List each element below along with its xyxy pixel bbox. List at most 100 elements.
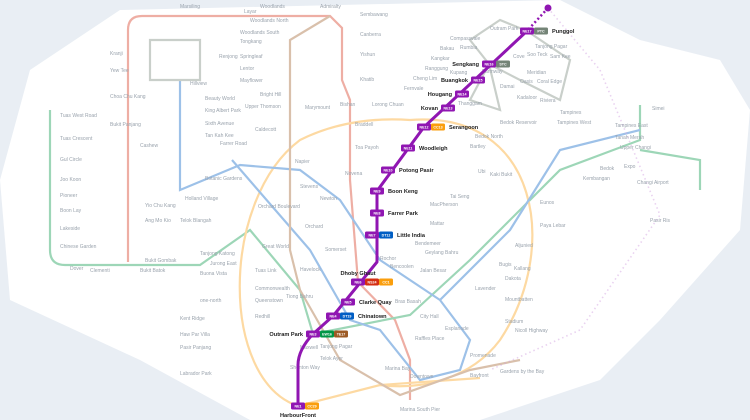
station-label[interactable]: Ranggung (425, 66, 448, 72)
station-label[interactable]: Riviera (540, 98, 556, 104)
station-label[interactable]: Tuas West Road (60, 113, 97, 119)
station-label[interactable]: Kembangan (583, 176, 610, 182)
station-label[interactable]: Pasir Ris (650, 218, 671, 224)
station-label[interactable]: Tan Kah Kee (205, 133, 234, 139)
station-label[interactable]: Mattar (430, 221, 445, 227)
station-label[interactable]: Oasis (520, 79, 533, 85)
station-label[interactable]: Outram Park (490, 26, 519, 32)
station-label[interactable]: Kent Ridge (180, 316, 205, 322)
station-label[interactable]: Kaki Bukit (490, 172, 513, 178)
station-label[interactable]: Geylang Bahru (425, 250, 459, 256)
station-name[interactable]: Farrer Park (388, 211, 419, 217)
station-name[interactable]: Outram Park (269, 332, 303, 338)
station-label[interactable]: Downtown (410, 374, 434, 380)
station-label[interactable]: Kadaloor (517, 95, 537, 101)
station-label[interactable]: Damai (500, 84, 514, 90)
station-name[interactable]: HarbourFront (280, 413, 316, 419)
station-label[interactable]: Admiralty (320, 4, 341, 10)
station-label[interactable]: Upper Changi (620, 145, 651, 151)
station-label[interactable]: Khatib (360, 77, 374, 83)
station-label[interactable]: Botanic Gardens (205, 176, 243, 182)
station-label[interactable]: Raffles Place (415, 336, 445, 342)
station-label[interactable]: Rumbia (460, 45, 477, 51)
station-label[interactable]: Thanggam (458, 101, 482, 107)
station-label[interactable]: Kranji (110, 51, 123, 57)
station-label[interactable]: Toa Payoh (355, 145, 379, 151)
station-label[interactable]: Tanah Merah (615, 135, 644, 141)
station-label[interactable]: Redhill (255, 314, 270, 320)
station-label[interactable]: Marsiling (180, 4, 200, 10)
station-label[interactable]: Chinese Garden (60, 244, 97, 250)
station-label[interactable]: Gul Circle (60, 157, 82, 163)
station-label[interactable]: Cove (513, 54, 525, 60)
station-label[interactable]: Pasir Panjang (180, 345, 211, 351)
station-label[interactable]: Tuas Crescent (60, 136, 93, 142)
station-label[interactable]: Clementi (90, 268, 110, 274)
station-label[interactable]: Paya Lebar (540, 223, 566, 229)
station-label[interactable]: Promenade (470, 353, 496, 359)
station-label[interactable]: Lentor (240, 66, 255, 72)
station-label[interactable]: Marina Bay (385, 366, 411, 372)
station-label[interactable]: Pioneer (60, 193, 78, 199)
station-label[interactable]: Somerset (325, 247, 347, 253)
station-label[interactable]: Mountbatten (505, 297, 533, 303)
station-label[interactable]: Nicoll Highway (515, 328, 548, 334)
station-label[interactable]: Shenton Way (290, 365, 320, 371)
station-name[interactable]: Serangoon (449, 125, 479, 131)
station-label[interactable]: Joo Koon (60, 177, 81, 183)
station-label[interactable]: Upper Thomson (245, 104, 281, 110)
station-label[interactable]: Stevens (300, 184, 319, 190)
station-label[interactable]: Bayfront (470, 373, 489, 379)
station-label[interactable]: Kangkar (431, 56, 450, 62)
station-label[interactable]: Marymount (305, 105, 331, 111)
station-label[interactable]: Newton (320, 196, 337, 202)
station-label[interactable]: Bedok Reservoir (500, 120, 537, 126)
station-label[interactable]: Labrador Park (180, 371, 212, 377)
station-label[interactable]: Novena (345, 171, 362, 177)
station-label[interactable]: Farrer Road (220, 141, 247, 147)
station-label[interactable]: Queenstown (255, 298, 283, 304)
station-label[interactable]: Aljunied (515, 243, 533, 249)
station-label[interactable]: Beauty World (205, 96, 235, 102)
station-label[interactable]: Tuas Link (255, 268, 277, 274)
station-label[interactable]: Tanjong Pagar (535, 44, 568, 50)
station-label[interactable]: Yew Tee (110, 68, 129, 74)
station-label[interactable]: Bartley (470, 144, 486, 150)
station-label[interactable]: MacPherson (430, 202, 458, 208)
station-label[interactable]: Lakeside (60, 226, 80, 232)
station-label[interactable]: Havelock (300, 267, 321, 273)
station-label[interactable]: Tampines (560, 110, 582, 116)
station-label[interactable]: Simei (652, 106, 665, 112)
station-label[interactable]: Eunos (540, 200, 555, 206)
station-label[interactable]: Dover (70, 266, 84, 272)
station-label[interactable]: Bedok North (475, 134, 503, 140)
station-label[interactable]: Gardens by the Bay (500, 369, 545, 375)
station-name[interactable]: Dhoby Ghaut (340, 271, 375, 277)
station-label[interactable]: Bencoolen (390, 264, 414, 270)
station-label[interactable]: Coral Edge (537, 79, 562, 85)
station-label[interactable]: Buona Vista (200, 271, 227, 277)
station-label[interactable]: Tanjong Katong (200, 251, 235, 257)
station-label[interactable]: Sam Kee (550, 54, 571, 60)
station-label[interactable]: Stadium (505, 319, 523, 325)
station-label[interactable]: Rochor (380, 256, 396, 262)
station-name[interactable]: Little India (397, 233, 426, 239)
station-label[interactable]: Kupang (450, 70, 467, 76)
station-label[interactable]: Springleaf (240, 54, 263, 60)
station-label[interactable]: Tanjong Pagar (320, 344, 353, 350)
station-label[interactable]: Great World (262, 244, 289, 250)
station-label[interactable]: Farmway (482, 69, 503, 75)
station-label[interactable]: Bendemeer (415, 241, 441, 247)
station-label[interactable]: Hillview (190, 81, 207, 87)
